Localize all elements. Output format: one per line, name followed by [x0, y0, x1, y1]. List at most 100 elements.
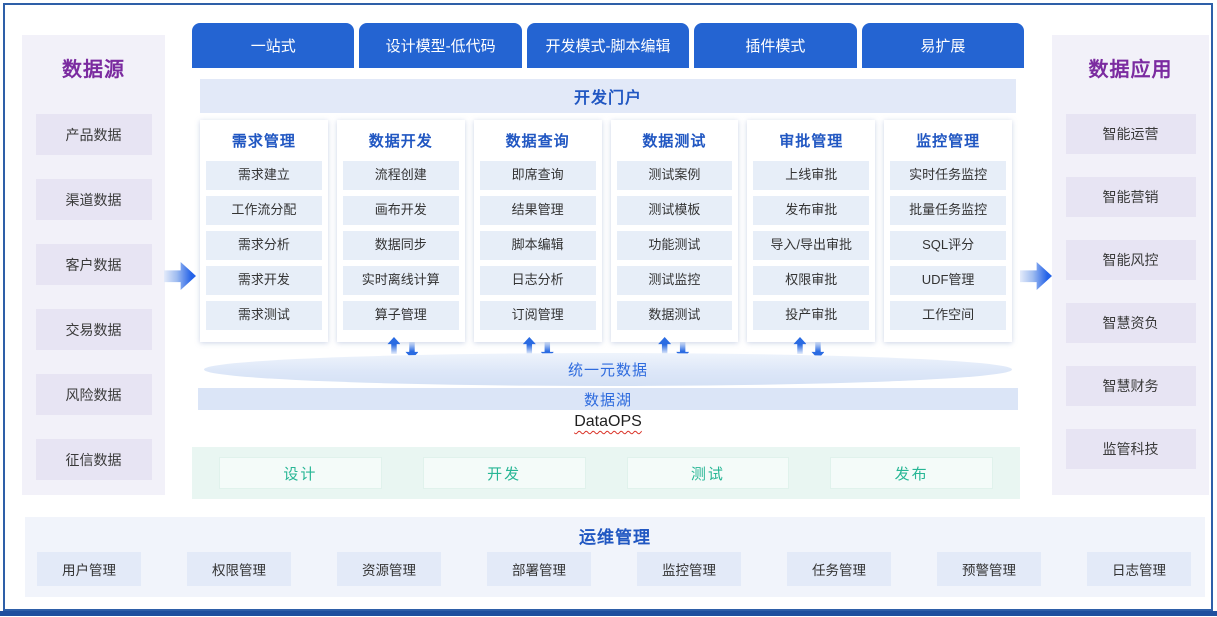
platform-area: 一站式 设计模型-低代码 开发模式-脚本编辑 插件模式 易扩展 开发门户 需求管… [192, 0, 1025, 617]
up-arrow-icon [522, 337, 536, 354]
data-source-item: 产品数据 [35, 114, 152, 155]
tab-plugin-mode: 插件模式 [694, 23, 857, 68]
module-item: 功能测试 [616, 231, 733, 260]
ops-item: 用户管理 [37, 552, 141, 586]
ops-item: 任务管理 [787, 552, 891, 586]
data-applications-list: 智能运营 智能营销 智能风控 智慧资负 智慧财务 监管科技 [1065, 114, 1196, 469]
data-application-item: 智能运营 [1065, 114, 1196, 154]
module-item-list: 上线审批 发布审批 导入/导出审批 权限审批 投产审批 [753, 161, 870, 330]
data-applications-panel: 数据应用 智能运营 智能营销 智能风控 智慧资负 智慧财务 监管科技 [1052, 35, 1209, 495]
data-source-item: 客户数据 [35, 244, 152, 285]
dev-portal-header: 开发门户 [200, 79, 1016, 113]
module-item-list: 流程创建 画布开发 数据同步 实时离线计算 算子管理 [342, 161, 459, 330]
lifecycle-strip: 设计 开发 测试 发布 [192, 447, 1020, 499]
module-column-data-test: 数据测试 测试案例 测试模板 功能测试 测试监控 数据测试 [610, 120, 739, 342]
module-item: 算子管理 [342, 301, 459, 330]
flow-arrow-right-icon [1020, 262, 1052, 290]
tab-extensible: 易扩展 [861, 23, 1025, 68]
module-item: 工作空间 [890, 301, 1006, 330]
module-item: 需求开发 [206, 266, 322, 295]
stage-develop: 开发 [422, 457, 586, 489]
module-item: 数据测试 [616, 301, 733, 330]
module-title: 数据测试 [642, 133, 707, 150]
data-source-item: 渠道数据 [35, 179, 152, 220]
tab-dev-mode-script-edit: 开发模式-脚本编辑 [526, 23, 690, 68]
module-item: 脚本编辑 [479, 231, 596, 260]
stage-test: 测试 [626, 457, 790, 489]
up-arrow-icon [387, 337, 401, 354]
module-item: 日志分析 [479, 266, 596, 295]
data-application-item: 智慧财务 [1065, 366, 1196, 406]
module-item: 权限审批 [753, 266, 870, 295]
module-item: 数据同步 [342, 231, 459, 260]
data-sources-list: 产品数据 渠道数据 客户数据 交易数据 风险数据 征信数据 [35, 114, 152, 480]
unified-metadata-band: 统一元数据 [204, 353, 1012, 386]
module-title: 需求管理 [231, 133, 296, 150]
module-item: 批量任务监控 [890, 196, 1006, 225]
ops-item: 监控管理 [637, 552, 741, 586]
ops-item: 权限管理 [187, 552, 291, 586]
data-applications-title: 数据应用 [1088, 59, 1173, 81]
module-item-list: 测试案例 测试模板 功能测试 测试监控 数据测试 [616, 161, 733, 330]
data-sources-title: 数据源 [62, 59, 125, 81]
module-item: 测试监控 [616, 266, 733, 295]
module-item-list: 即席查询 结果管理 脚本编辑 日志分析 订阅管理 [479, 161, 596, 330]
module-item: 即席查询 [479, 161, 596, 190]
portal-module-columns: 需求管理 需求建立 工作流分配 需求分析 需求开发 需求测试 数据开发 流程创建… [200, 120, 1012, 342]
module-item: 画布开发 [342, 196, 459, 225]
data-source-item: 交易数据 [35, 309, 152, 350]
module-column-requirements: 需求管理 需求建立 工作流分配 需求分析 需求开发 需求测试 [200, 120, 328, 342]
ops-item: 资源管理 [337, 552, 441, 586]
module-title: 监控管理 [916, 133, 981, 150]
stage-release: 发布 [830, 457, 993, 489]
module-item-list: 实时任务监控 批量任务监控 SQL评分 UDF管理 工作空间 [890, 161, 1006, 330]
module-item: 工作流分配 [206, 196, 322, 225]
data-source-item: 风险数据 [35, 374, 152, 415]
module-item: 投产审批 [753, 301, 870, 330]
tab-one-stop: 一站式 [192, 23, 355, 68]
ops-item: 预警管理 [937, 552, 1041, 586]
module-item: 流程创建 [342, 161, 459, 190]
module-column-data-query: 数据查询 即席查询 结果管理 脚本编辑 日志分析 订阅管理 [473, 120, 602, 342]
data-application-item: 监管科技 [1065, 429, 1196, 469]
module-title: 数据查询 [505, 133, 570, 150]
module-item: 导入/导出审批 [753, 231, 870, 260]
module-item: SQL评分 [890, 231, 1006, 260]
ops-management-title: 运维管理 [579, 528, 651, 547]
module-item-list: 需求建立 工作流分配 需求分析 需求开发 需求测试 [206, 161, 322, 330]
ops-item-list: 用户管理 权限管理 资源管理 部署管理 监控管理 任务管理 预警管理 日志管理 [37, 552, 1191, 586]
module-title: 数据开发 [368, 133, 433, 150]
module-item: 发布审批 [753, 196, 870, 225]
module-item: UDF管理 [890, 266, 1006, 295]
data-application-item: 智能风控 [1065, 240, 1196, 280]
data-application-item: 智慧资负 [1065, 303, 1196, 343]
module-column-monitoring: 监控管理 实时任务监控 批量任务监控 SQL评分 UDF管理 工作空间 [884, 120, 1012, 342]
platform-label: DataOPS [574, 413, 642, 430]
module-item: 结果管理 [479, 196, 596, 225]
data-application-item: 智能营销 [1065, 177, 1196, 217]
module-item: 测试模板 [616, 196, 733, 225]
up-arrow-icon [793, 337, 807, 354]
module-item: 需求分析 [206, 231, 322, 260]
module-column-data-dev: 数据开发 流程创建 画布开发 数据同步 实时离线计算 算子管理 [336, 120, 465, 342]
bottom-accent-line [0, 611, 1217, 616]
data-lake-bar: 数据湖 [198, 388, 1018, 410]
tab-design-model-low-code: 设计模型-低代码 [359, 23, 522, 68]
module-item: 需求建立 [206, 161, 322, 190]
module-item: 实时任务监控 [890, 161, 1006, 190]
capability-tabs: 一站式 设计模型-低代码 开发模式-脚本编辑 插件模式 易扩展 [192, 23, 1025, 68]
data-sources-panel: 数据源 产品数据 渠道数据 客户数据 交易数据 风险数据 征信数据 [22, 35, 165, 495]
module-title: 审批管理 [779, 133, 844, 150]
ops-item: 部署管理 [487, 552, 591, 586]
module-item: 测试案例 [616, 161, 733, 190]
module-column-approval: 审批管理 上线审批 发布审批 导入/导出审批 权限审批 投产审批 [747, 120, 876, 342]
stage-design: 设计 [219, 457, 382, 489]
data-source-item: 征信数据 [35, 439, 152, 480]
up-arrow-icon [658, 337, 672, 354]
module-item: 上线审批 [753, 161, 870, 190]
module-item: 实时离线计算 [342, 266, 459, 295]
module-item: 订阅管理 [479, 301, 596, 330]
module-item: 需求测试 [206, 301, 322, 330]
ops-management-section: 运维管理 用户管理 权限管理 资源管理 部署管理 监控管理 任务管理 预警管理 … [25, 517, 1205, 597]
